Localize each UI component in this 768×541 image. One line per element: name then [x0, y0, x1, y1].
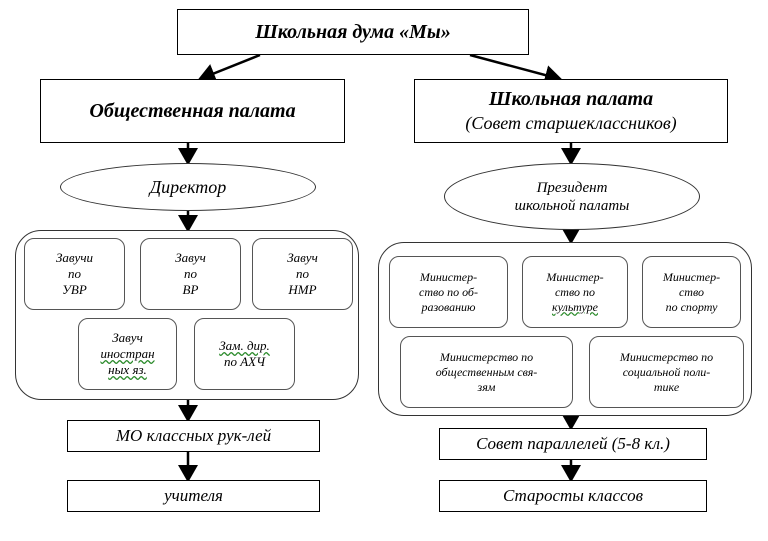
president-line2: школьной палаты	[514, 197, 630, 214]
deputy-uvr-box: Завучи по УВР	[24, 238, 125, 310]
ministry-culture-line2: ство по	[554, 284, 596, 299]
deputy-languages-line1: Завуч	[112, 330, 143, 345]
parallels-council-label: Совет параллелей (5-8 кл.)	[476, 434, 670, 453]
ministry-education-box: Министер- ство по об- разованию	[389, 256, 508, 328]
deputy-ahch-box: Зам. дир. по АХЧ	[194, 318, 295, 390]
school-chamber-box: Школьная палата (Совет старшеклассников)	[414, 79, 728, 143]
ministry-culture-line3: культуре	[551, 299, 598, 314]
class-heads-box: Старосты классов	[439, 480, 707, 512]
deputy-uvr-line2: по	[68, 266, 81, 281]
arrow-duma-to-public	[197, 53, 261, 83]
deputy-languages-line2: иностран	[100, 346, 155, 361]
deputy-uvr-line3: УВР	[62, 282, 87, 297]
deputy-uvr-line1: Завучи	[55, 250, 94, 265]
deputy-vr-line3: ВР	[182, 282, 199, 297]
ministry-sport-box: Министер- ство по спорту	[642, 256, 741, 328]
ministry-social-policy-line2: социальной поли-	[622, 364, 711, 379]
deputy-nmr-box: Завуч по НМР	[252, 238, 353, 310]
deputy-nmr-line2: по	[296, 266, 309, 281]
ministry-culture-box: Министер- ство по культуре	[522, 256, 628, 328]
parallels-council-box: Совет параллелей (5-8 кл.)	[439, 428, 707, 460]
ministry-sport-line3: по спорту	[665, 299, 718, 314]
ministry-public-relations-box: Министерство по общественным свя- зям	[400, 336, 573, 408]
director-ellipse: Директор	[60, 163, 316, 211]
deputy-languages-box: Завуч иностран ных яз.	[78, 318, 177, 390]
president-ellipse: Президент школьной палаты	[444, 163, 700, 230]
ministry-public-relations-line3: зям	[477, 379, 496, 394]
ministry-public-relations-line2: общественным свя-	[435, 364, 538, 379]
school-duma-box: Школьная дума «Мы»	[177, 9, 529, 55]
school-chamber-title: Школьная палата	[488, 88, 654, 110]
deputy-languages-line3: ных яз.	[108, 362, 147, 377]
ministry-education-line3: разованию	[421, 299, 476, 314]
mo-class-teachers-box: МО классных рук-лей	[67, 420, 320, 452]
school-chamber-subtitle: (Совет старшеклассников)	[465, 113, 677, 133]
ministry-sport-line1: Министер-	[662, 269, 721, 284]
teachers-label: учителя	[164, 486, 223, 505]
ministry-culture-line1: Министер-	[546, 269, 604, 284]
public-chamber-title: Общественная палата	[89, 99, 296, 122]
ministry-sport-line2: ство	[678, 284, 705, 299]
teachers-box: учителя	[67, 480, 320, 512]
deputy-nmr-line1: Завуч	[287, 250, 318, 265]
class-heads-label: Старосты классов	[502, 486, 644, 505]
deputy-ahch-line1: Зам. дир.	[219, 338, 270, 353]
deputy-nmr-line3: НМР	[288, 282, 317, 297]
president-line1: Президент	[536, 179, 608, 196]
director-label: Директор	[149, 176, 227, 197]
deputy-vr-box: Завуч по ВР	[140, 238, 241, 310]
deputy-vr-line2: по	[184, 266, 197, 281]
school-duma-title: Школьная дума «Мы»	[255, 20, 451, 43]
deputy-ahch-line2: по АХЧ	[223, 354, 266, 369]
arrow-duma-to-school	[469, 53, 563, 85]
ministry-social-policy-box: Министерство по социальной поли- тике	[589, 336, 744, 408]
ministry-social-policy-line1: Министерство по	[619, 349, 714, 364]
ministry-education-line2: ство по об-	[419, 284, 478, 299]
ministry-social-policy-line3: тике	[653, 379, 680, 394]
mo-class-teachers-label: МО классных рук-лей	[115, 426, 272, 445]
ministry-public-relations-line1: Министерство по	[439, 349, 534, 364]
deputy-vr-line1: Завуч	[175, 250, 206, 265]
ministry-education-line1: Министер-	[419, 269, 478, 284]
public-chamber-box: Общественная палата	[40, 79, 345, 143]
